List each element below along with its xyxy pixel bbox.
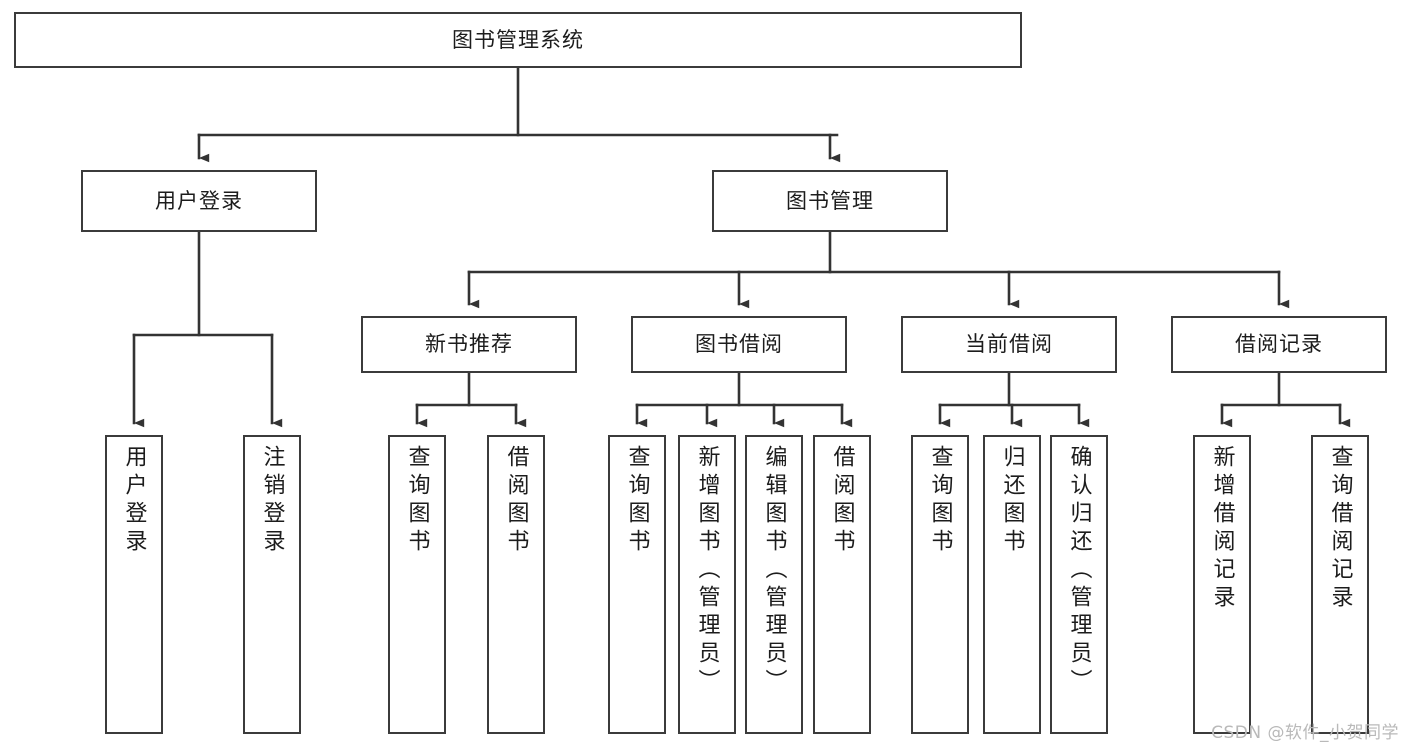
- node-leaf-edit-book-label: 编辑图书（管理员）: [761, 445, 787, 697]
- node-leaf-borrow-book-2-label: 借阅图书: [829, 445, 855, 557]
- node-leaf-user-login[interactable]: 用户登录: [105, 435, 163, 734]
- node-leaf-query-book-1-label: 查询图书: [404, 445, 430, 557]
- node-leaf-return-book-label: 归还图书: [999, 445, 1025, 557]
- node-leaf-borrow-book-2[interactable]: 借阅图书: [813, 435, 871, 734]
- csdn-watermark: CSDN @软件_小贺同学: [1211, 723, 1399, 743]
- node-leaf-user-logout[interactable]: 注销登录: [243, 435, 301, 734]
- node-leaf-add-book-label: 新增图书（管理员）: [694, 445, 720, 697]
- node-leaf-confirm-return-label: 确认归还（管理员）: [1066, 445, 1092, 697]
- node-leaf-query-book-3[interactable]: 查询图书: [911, 435, 969, 734]
- node-user-login-label: 用户登录: [155, 188, 243, 213]
- node-leaf-query-book-3-label: 查询图书: [927, 445, 953, 557]
- node-borrow-record[interactable]: 借阅记录: [1171, 316, 1387, 373]
- node-leaf-borrow-book-1-label: 借阅图书: [503, 445, 529, 557]
- node-leaf-add-record[interactable]: 新增借阅记录: [1193, 435, 1251, 734]
- node-leaf-return-book[interactable]: 归还图书: [983, 435, 1041, 734]
- node-user-login[interactable]: 用户登录: [81, 170, 317, 232]
- node-leaf-add-record-label: 新增借阅记录: [1209, 445, 1235, 613]
- node-book-manage-label: 图书管理: [786, 188, 874, 213]
- node-leaf-user-logout-label: 注销登录: [259, 445, 285, 557]
- node-leaf-query-book-2-label: 查询图书: [624, 445, 650, 557]
- node-new-book-recommend-label: 新书推荐: [425, 332, 513, 357]
- node-leaf-borrow-book-1[interactable]: 借阅图书: [487, 435, 545, 734]
- node-book-borrow-label: 图书借阅: [695, 332, 783, 357]
- node-leaf-query-book-2[interactable]: 查询图书: [608, 435, 666, 734]
- node-leaf-confirm-return[interactable]: 确认归还（管理员）: [1050, 435, 1108, 734]
- node-book-borrow[interactable]: 图书借阅: [631, 316, 847, 373]
- node-borrow-record-label: 借阅记录: [1235, 332, 1323, 357]
- node-leaf-add-book[interactable]: 新增图书（管理员）: [678, 435, 736, 734]
- node-leaf-query-record-label: 查询借阅记录: [1327, 445, 1353, 613]
- node-current-borrow-label: 当前借阅: [965, 332, 1053, 357]
- node-leaf-query-record[interactable]: 查询借阅记录: [1311, 435, 1369, 734]
- node-leaf-edit-book[interactable]: 编辑图书（管理员）: [745, 435, 803, 734]
- node-book-manage[interactable]: 图书管理: [712, 170, 948, 232]
- node-leaf-query-book-1[interactable]: 查询图书: [388, 435, 446, 734]
- node-root-system[interactable]: 图书管理系统: [14, 12, 1022, 68]
- node-root-label: 图书管理系统: [452, 27, 584, 52]
- node-new-book-recommend[interactable]: 新书推荐: [361, 316, 577, 373]
- node-current-borrow[interactable]: 当前借阅: [901, 316, 1117, 373]
- node-leaf-user-login-label: 用户登录: [121, 445, 147, 557]
